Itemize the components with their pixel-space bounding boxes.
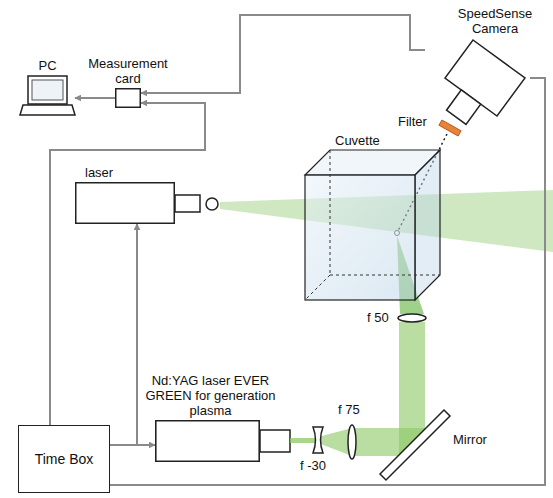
computer-icon: PC [20,75,75,117]
part-heading: Cuvette [335,133,425,148]
signal-wire [110,444,155,446]
signal-wire [75,97,115,99]
camera-symbol: SpeedSense Camera [425,38,530,128]
part-label: Filter [398,114,427,129]
box-label: Time Box [35,451,94,468]
laser-nozzle [260,430,290,452]
laser-nozzle [175,195,200,212]
laser-housing [75,182,175,224]
lens-label: f -30 [300,458,326,473]
card-box [115,88,141,108]
laser-box: Nd:YAG laser EVER GREEN for generation p… [155,420,260,462]
beam [290,438,318,443]
signal-wire [141,15,425,93]
cube-outline [305,150,440,300]
diverging-lens [313,427,323,453]
laser-box: laser [75,182,175,224]
cylinder-lens [206,198,218,210]
part-label: Mirror [453,432,487,447]
converging-lens [348,425,356,459]
cuvette-cube: Cuvette [305,150,440,300]
laser-housing [155,420,260,462]
part-heading: Measurement card [80,56,176,86]
signal-wire [110,78,545,485]
lens-label: f 50 [367,310,389,325]
signal-wire [110,224,137,445]
converging-lens [398,314,426,322]
mirror-symbol [380,410,450,480]
part-heading: SpeedSense Camera [445,6,545,36]
part-heading: PC [10,58,85,73]
process-box: Time Box [18,425,110,493]
lens-label: f 75 [338,402,360,417]
camera-body [425,38,530,128]
laptop-icon [20,75,75,117]
filter-symbol [439,120,461,136]
measurement-card: Measurement card [115,88,141,108]
part-heading: laser [85,165,205,180]
part-heading: Nd:YAG laser EVER GREEN for generation p… [143,373,278,418]
